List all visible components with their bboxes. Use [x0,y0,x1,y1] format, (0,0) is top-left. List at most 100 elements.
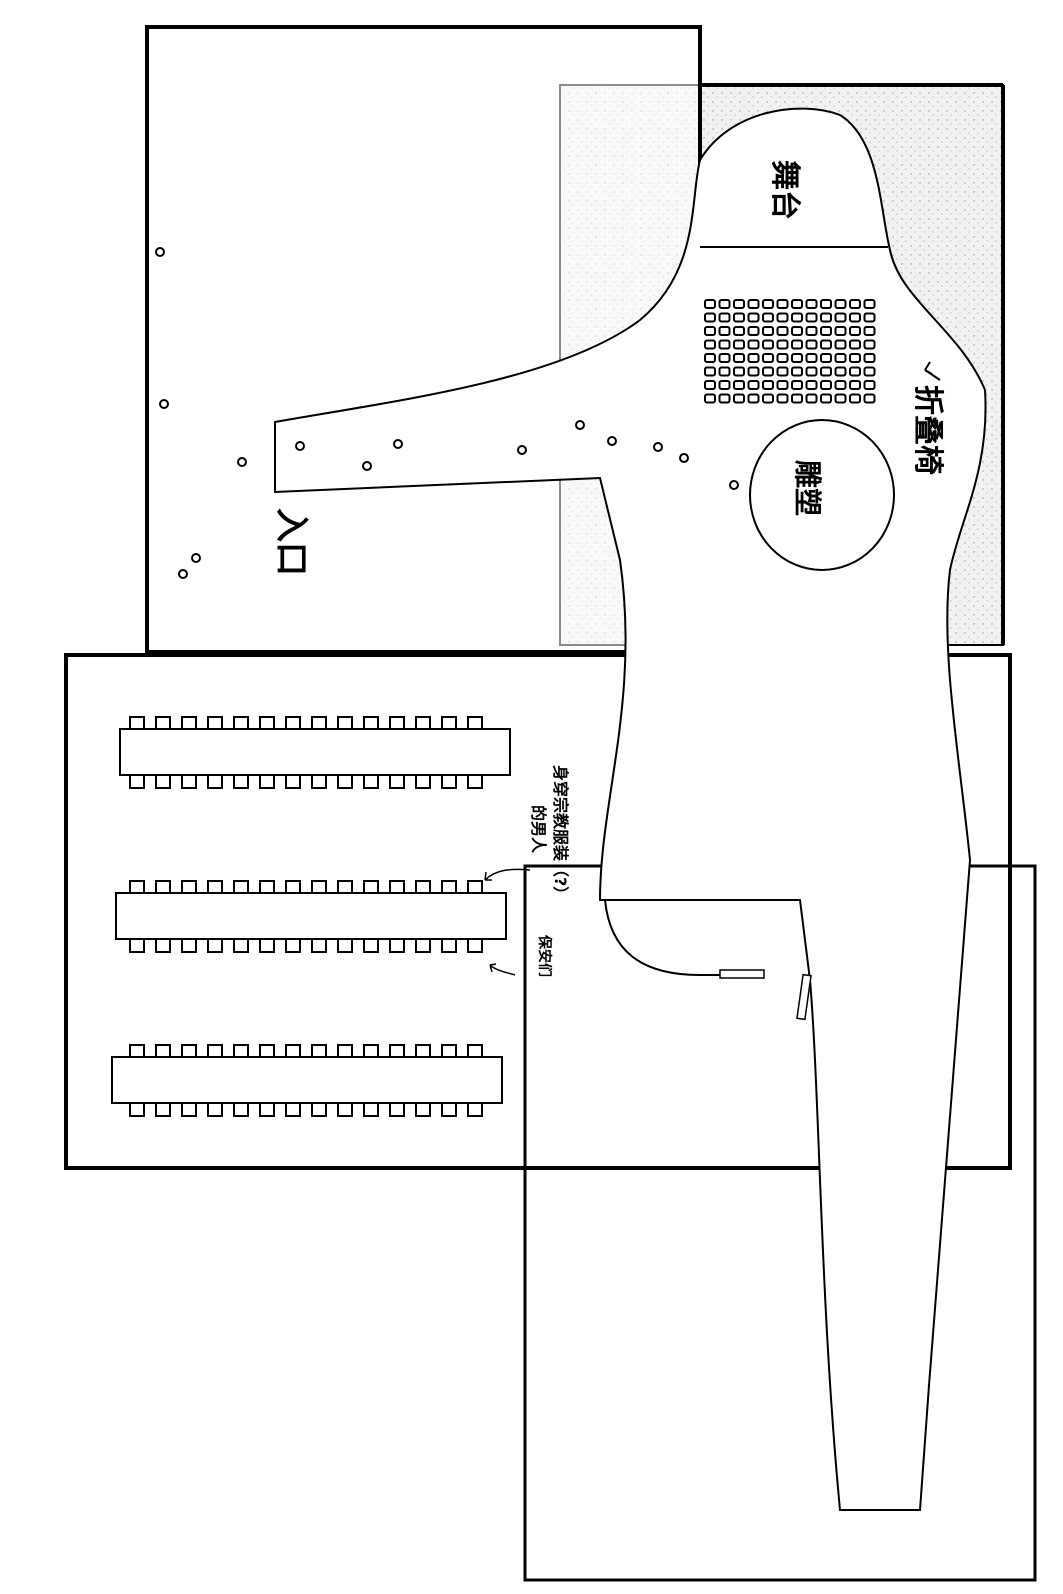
folding-chair [834,312,847,323]
folding-chair [863,339,876,350]
folding-chair [733,353,745,363]
folding-chair [805,299,818,309]
folding-chair [791,380,803,390]
folding-chair [849,353,861,363]
folding-chair [820,339,832,350]
guards-label: 保安们 [536,934,553,977]
folding-chair [834,299,847,309]
person-dot [159,399,169,409]
folding-chair [762,353,774,363]
banquet-table [111,1044,503,1117]
folding-chair [834,326,847,336]
folding-chair [747,366,760,377]
folding-chair [718,299,731,309]
folding-chair [704,366,716,377]
person-dot [191,553,201,563]
folding-chair [834,393,847,404]
folding-chair [718,339,731,350]
chairs-arrow [924,361,941,381]
folding-chair [863,366,876,377]
folding-chair [791,393,803,404]
folding-chair [733,366,745,377]
banquet-tables [111,716,511,1117]
folding-chair [791,353,803,363]
sculpture-circle [749,419,895,571]
folding-chair [849,393,861,404]
folding-chair [863,299,876,309]
folding-chair [776,312,789,323]
folding-chair [747,326,760,336]
folding-chair [849,339,861,350]
folding-chair [805,393,818,404]
folding-chair [762,339,774,350]
folding-chair [718,312,731,323]
folding-chair [762,326,774,336]
folding-chair [718,326,731,336]
folding-chair [776,326,789,336]
folding-chair [776,353,789,363]
person-dot [295,441,305,451]
man-label-line1: 身穿宗教服装（?） [551,765,570,902]
folding-chair [762,312,774,323]
folding-chair [704,312,716,323]
folding-chair [791,366,803,377]
folding-chair [733,312,745,323]
folding-chair [820,353,832,363]
person-dot [237,457,247,467]
banquet-table [115,880,507,953]
person-dot [362,461,372,471]
podium [719,969,765,979]
folding-chair [776,393,789,404]
folding-chair [805,353,818,363]
folding-chair [704,380,716,390]
folding-chair [733,299,745,309]
folding-chair [834,380,847,390]
folding-chair [704,393,716,404]
table-top [119,728,511,776]
folding-chair [762,393,774,404]
folding-chair [849,326,861,336]
folding-chair [704,326,716,336]
folding-chair [733,393,745,404]
folding-chair [849,380,861,390]
folding-chair [747,380,760,390]
folding-chair [704,299,716,309]
folding-chair [863,326,876,336]
folding-chair [805,366,818,377]
folding-chair-grid [704,299,876,404]
folding-chair [747,299,760,309]
folding-chair [820,312,832,323]
folding-chair [733,380,745,390]
folding-chair [805,339,818,350]
folding-chair [776,380,789,390]
folding-chair [820,326,832,336]
folding-chair [805,326,818,336]
folding-chair [704,353,716,363]
folding-chair [863,312,876,323]
person-dot [155,247,165,257]
folding-chair [704,339,716,350]
banquet-table [119,716,511,789]
folding-chair [747,312,760,323]
folding-chair [747,393,760,404]
folding-chair [849,366,861,377]
tables-panel [64,653,1012,1170]
folding-chair [849,312,861,323]
folding-chair [776,366,789,377]
folding-chair [718,366,731,377]
table-top [111,1056,503,1104]
table-top [115,892,507,940]
guards-arrow [489,963,516,976]
folding-chair [805,380,818,390]
folding-chair [834,366,847,377]
person-dot [517,445,527,455]
person-dot [653,442,663,452]
folding-chair [820,393,832,404]
folding-chair [791,339,803,350]
sculpture-label: 雕塑 [791,460,824,516]
folding-chair [776,339,789,350]
person-dot [178,569,188,579]
folding-chair [791,299,803,309]
